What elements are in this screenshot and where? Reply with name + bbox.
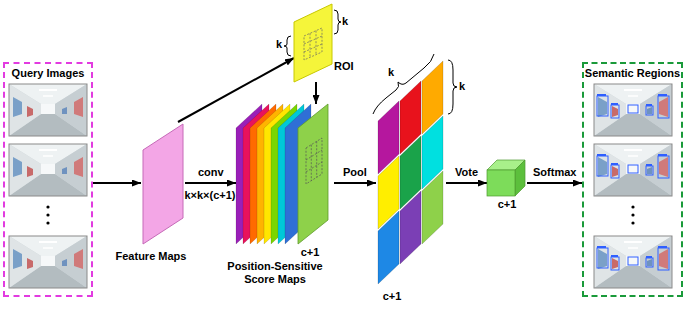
image-group: Semantic Regions: [582, 62, 683, 297]
dimension-label: k: [459, 80, 465, 93]
score-map-stack-shape: [236, 104, 334, 244]
roi-patch: ROI: [294, 4, 332, 82]
dimension-label: k×k×(c+1): [183, 189, 237, 202]
dimension-label: c+1: [290, 246, 330, 259]
feature-map-shape: [141, 122, 185, 246]
arrow: [185, 182, 236, 184]
image-group: Query Images: [3, 62, 93, 297]
vote-cube: c+1: [487, 160, 527, 196]
feature-map: Feature Maps: [141, 122, 185, 246]
dimension-label: k: [276, 38, 282, 51]
edge-label: conv: [196, 166, 226, 179]
pooled-grid: c+1: [376, 56, 446, 288]
group-title: Query Images: [5, 67, 91, 80]
arrow: [93, 182, 141, 184]
node-label: ROI: [334, 60, 364, 73]
dimension-label: k: [342, 15, 348, 28]
group-title: Semantic Regions: [584, 67, 681, 80]
arrow: [315, 82, 317, 104]
arrow: [446, 182, 487, 184]
dimension-label: k: [388, 66, 394, 79]
edge-label: Vote: [453, 166, 480, 179]
edge-label: Softmax: [531, 166, 578, 179]
arrow: [334, 182, 376, 184]
node-label: Position-Sensitive Score Maps: [220, 260, 330, 286]
dimension-label: c+1: [372, 290, 412, 303]
dimension-label: c+1: [487, 198, 527, 211]
roi-patch-shape: [294, 4, 332, 82]
vote-cube-shape: [487, 160, 527, 196]
edge-label: Pool: [341, 166, 369, 179]
node-label: Feature Maps: [101, 250, 201, 263]
score-map-stack: Position-Sensitive Score Mapsc+1: [236, 104, 334, 244]
arrow: [527, 182, 582, 184]
pooled-grid-shape: [376, 56, 446, 288]
